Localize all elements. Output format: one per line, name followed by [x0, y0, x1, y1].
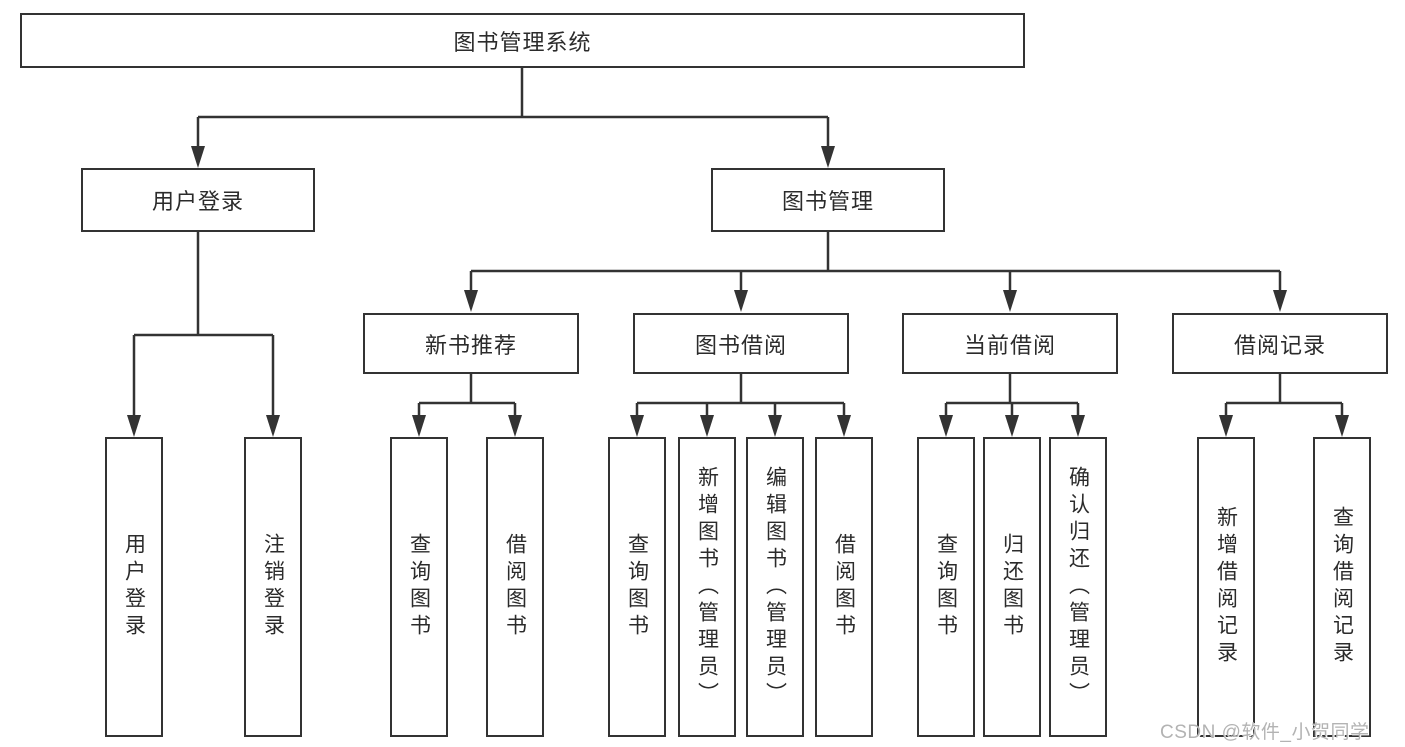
node-current-borrow: 当前借阅: [902, 313, 1118, 374]
leaf-user-login-label: 用户登录: [122, 533, 146, 641]
leaf-borrow-books-recommend-label: 借阅图书: [503, 533, 527, 641]
leaf-user-login: 用户登录: [105, 437, 163, 737]
leaf-logout: 注销登录: [244, 437, 302, 737]
csdn-watermark: CSDN @软件_小贺同学: [1160, 722, 1370, 743]
leaf-edit-book-admin: 编辑图书（管理员）: [746, 437, 804, 737]
leaf-query-books-borrow-label: 查询图书: [625, 533, 649, 641]
leaf-return-book: 归还图书: [983, 437, 1041, 737]
leaf-add-book-admin: 新增图书（管理员）: [678, 437, 736, 737]
leaf-edit-book-admin-label: 编辑图书（管理员）: [763, 465, 787, 709]
leaf-add-borrow-record: 新增借阅记录: [1197, 437, 1255, 737]
leaf-query-books-current-label: 查询图书: [934, 533, 958, 641]
leaf-query-borrow-record-label: 查询借阅记录: [1330, 506, 1354, 668]
leaf-query-books-borrow: 查询图书: [608, 437, 666, 737]
node-book-borrow: 图书借阅: [633, 313, 849, 374]
leaf-return-book-label: 归还图书: [1000, 533, 1024, 641]
node-user-login: 用户登录: [81, 168, 315, 232]
leaf-borrow-books-label: 借阅图书: [832, 533, 856, 641]
leaf-query-books-current: 查询图书: [917, 437, 975, 737]
leaf-add-book-admin-label: 新增图书（管理员）: [695, 465, 719, 709]
leaf-add-borrow-record-label: 新增借阅记录: [1214, 506, 1238, 668]
leaf-query-books-recommend: 查询图书: [390, 437, 448, 737]
leaf-query-books-recommend-label: 查询图书: [407, 533, 431, 641]
leaf-logout-label: 注销登录: [261, 533, 285, 641]
arrowhead-icons: [127, 146, 1349, 437]
leaf-borrow-books-recommend: 借阅图书: [486, 437, 544, 737]
leaf-confirm-return-admin: 确认归还（管理员）: [1049, 437, 1107, 737]
node-new-book-recommend: 新书推荐: [363, 313, 579, 374]
node-root: 图书管理系统: [20, 13, 1025, 68]
node-borrow-records: 借阅记录: [1172, 313, 1388, 374]
leaf-borrow-books: 借阅图书: [815, 437, 873, 737]
node-book-management: 图书管理: [711, 168, 945, 232]
leaf-query-borrow-record: 查询借阅记录: [1313, 437, 1371, 737]
leaf-confirm-return-admin-label: 确认归还（管理员）: [1066, 465, 1090, 709]
